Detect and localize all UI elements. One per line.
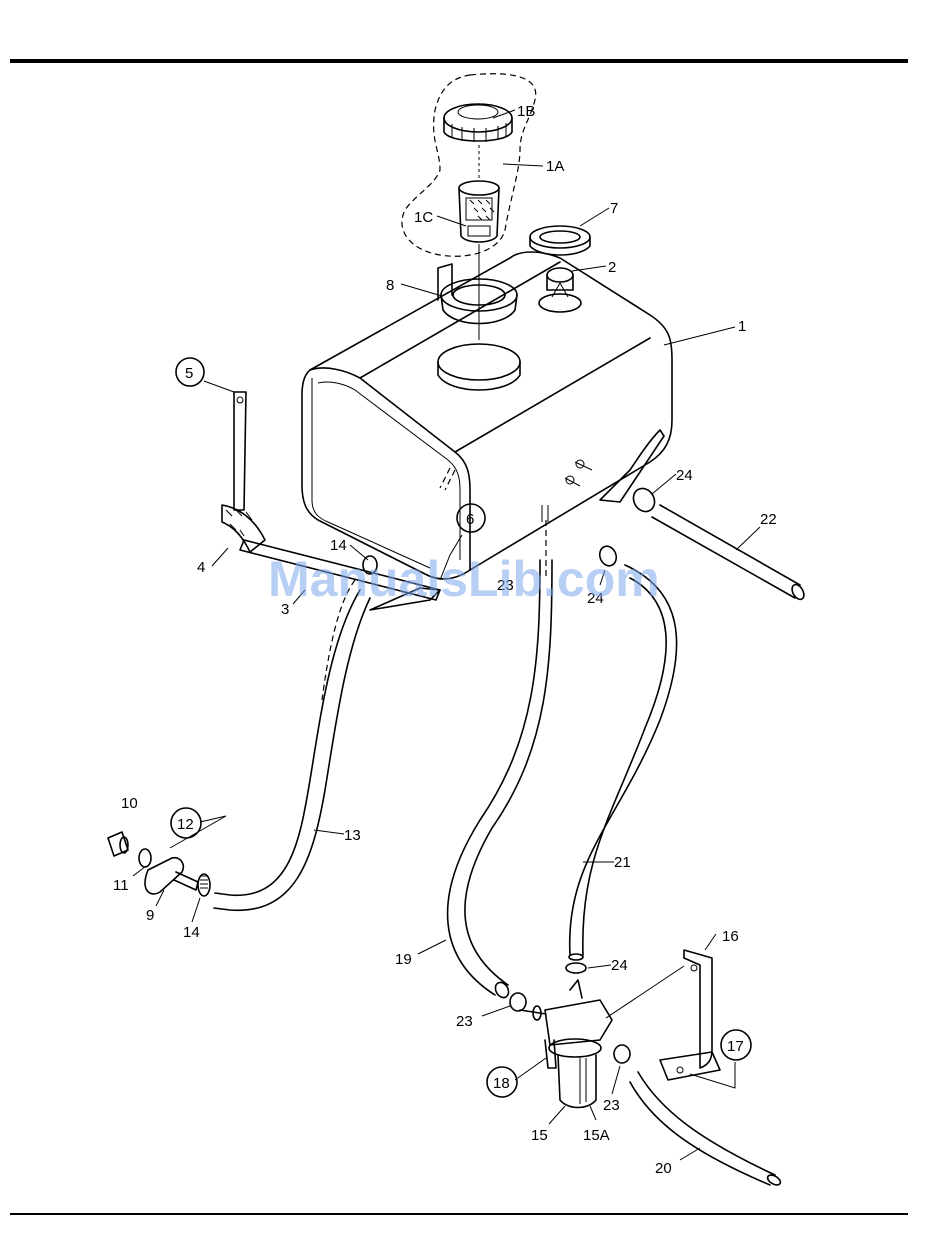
callout-4: 4 — [197, 559, 205, 576]
hose-clamp-24c — [566, 963, 586, 973]
fuel-strainer — [459, 181, 499, 242]
callout-21: 21 — [614, 854, 631, 871]
hose-clamp-24a — [629, 485, 658, 516]
callout-24-bottom: 24 — [611, 957, 628, 974]
hose-clamp-23b — [510, 993, 526, 1011]
callout-16: 16 — [722, 928, 739, 945]
callout-8: 8 — [386, 277, 394, 294]
callout-1C: 1C — [414, 209, 433, 226]
callout-15A: 15A — [583, 1127, 610, 1144]
callout-14-bottom: 14 — [183, 924, 200, 941]
fuel-tank — [302, 252, 672, 579]
callout-2: 2 — [608, 259, 616, 276]
watermark: ManualsLib.com — [268, 551, 660, 607]
callout-10: 10 — [121, 795, 138, 812]
callout-6: 6 — [466, 511, 474, 528]
callout-24-top: 24 — [676, 467, 693, 484]
callout-22: 22 — [760, 511, 777, 528]
callout-1: 1 — [738, 318, 746, 335]
callout-1A: 1A — [546, 158, 564, 175]
callout-13: 13 — [344, 827, 361, 844]
callout-18: 18 — [493, 1075, 510, 1092]
tank-side-bracket — [600, 430, 664, 502]
callout-5: 5 — [185, 365, 193, 382]
callout-9: 9 — [146, 907, 154, 924]
callout-11: 11 — [113, 877, 129, 894]
fuel-filter-assembly — [520, 980, 612, 1108]
filter-bracket — [660, 950, 720, 1080]
tank-strap — [234, 392, 246, 510]
callout-7: 7 — [610, 200, 618, 217]
callout-17: 17 — [727, 1038, 744, 1055]
callout-15: 15 — [531, 1127, 548, 1144]
callout-23-left: 23 — [456, 1013, 473, 1030]
callout-20: 20 — [655, 1160, 672, 1177]
callout-1B: 1B — [517, 103, 535, 120]
fuel-hose-21 — [569, 565, 677, 960]
fuel-gauge — [539, 268, 581, 312]
outlet-fitting — [542, 505, 548, 522]
callout-19: 19 — [395, 951, 412, 968]
return-hose-22 — [652, 505, 806, 601]
callout-23-right: 23 — [603, 1097, 620, 1114]
callout-12: 12 — [177, 816, 194, 833]
drain-hidden-lines — [440, 468, 455, 490]
fuel-hose-20 — [630, 1072, 782, 1187]
fuel-hose-13 — [214, 580, 370, 910]
ring-gasket — [530, 226, 590, 255]
mounting-bolts — [565, 462, 592, 486]
filler-cap — [444, 104, 512, 142]
hose-clamp-23c — [614, 1045, 630, 1063]
